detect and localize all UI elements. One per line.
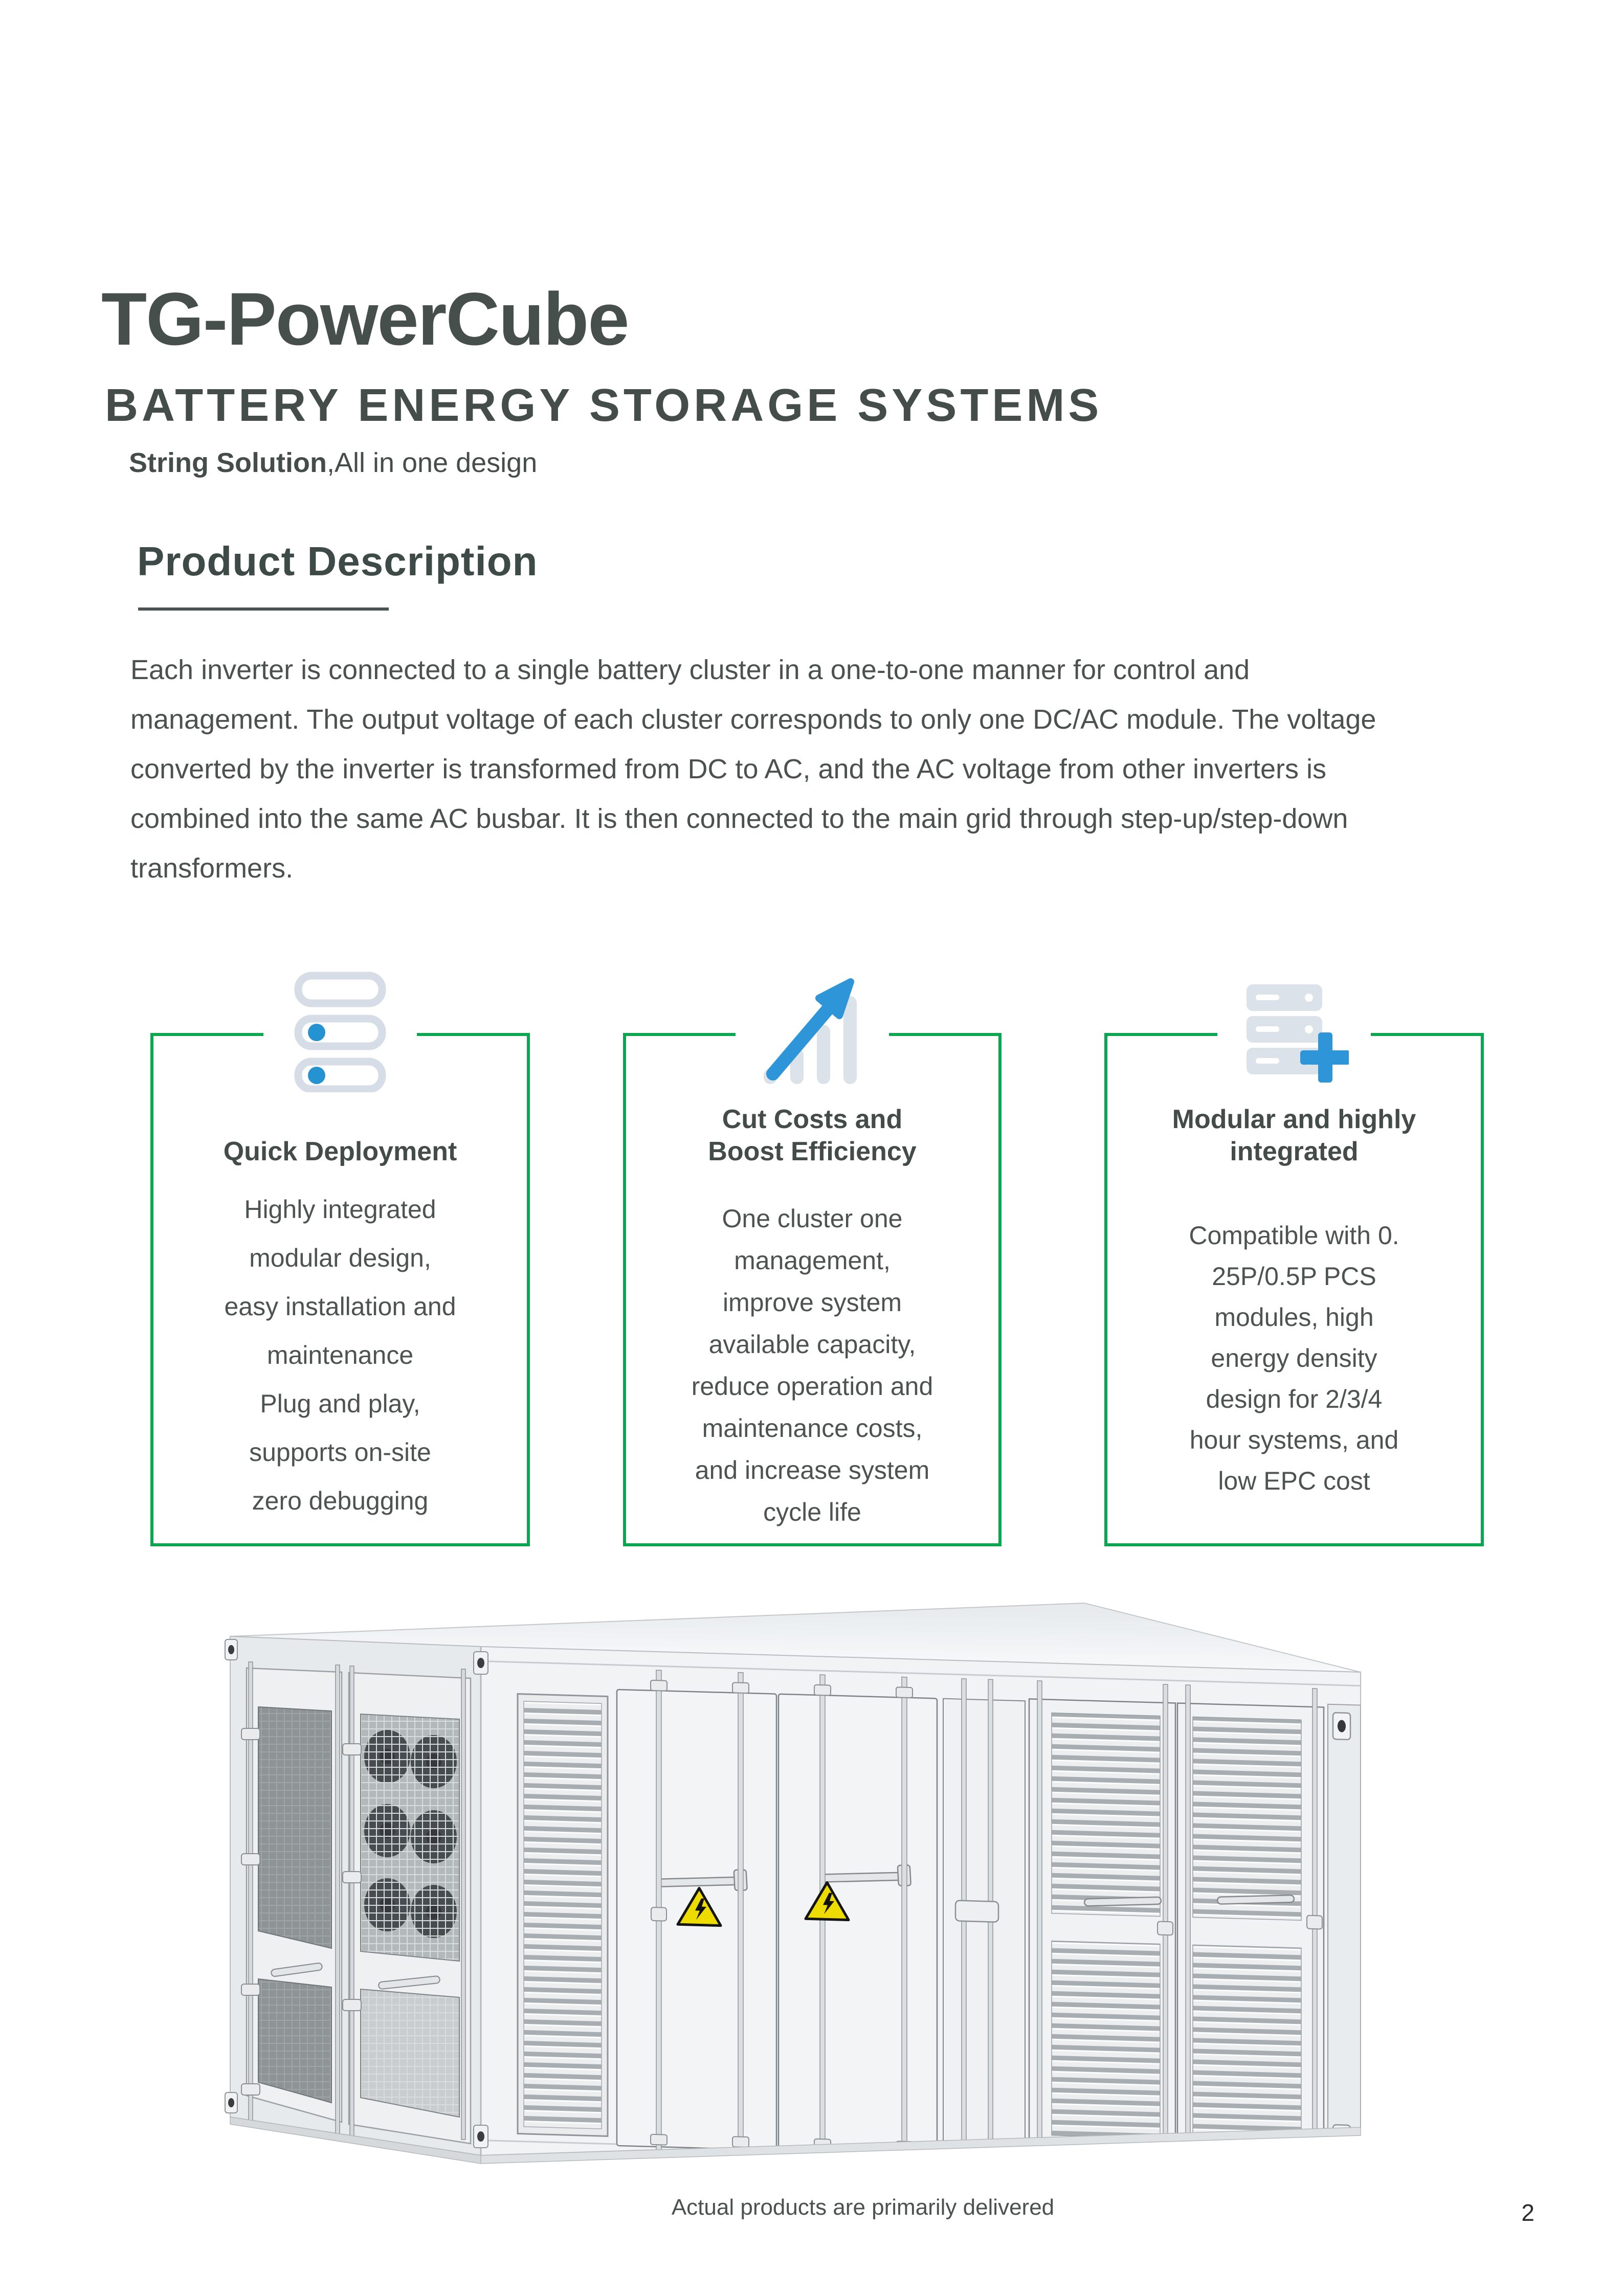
growth-chart-icon — [736, 973, 889, 1088]
server-stack-icon — [263, 972, 417, 1092]
server-plus-icon — [1217, 981, 1371, 1086]
high-voltage-icon — [804, 1881, 850, 1922]
feature-title: Cut Costs and Boost Efficiency — [708, 1105, 917, 1166]
tagline: String Solution,All in one design — [129, 447, 537, 479]
feature-card-quick-deployment — [150, 1033, 530, 1546]
feature-card-modular — [1104, 1033, 1484, 1546]
feature-body: Highly integrated modular design, easy i… — [224, 1195, 456, 1515]
feature-title: Quick Deployment — [223, 1137, 457, 1166]
feature-card-cut-costs — [623, 1033, 1002, 1546]
feature-title: Modular and highly integrated — [1172, 1105, 1416, 1166]
battery-container-illustration — [225, 1602, 1361, 2164]
feature-body: One cluster one management, improve syst… — [691, 1204, 933, 1526]
feature-body: Compatible with 0. 25P/0.5P PCS modules,… — [1189, 1221, 1399, 1495]
tagline-bold: String Solution — [129, 447, 327, 478]
tagline-rest: ,All in one design — [326, 447, 538, 478]
high-voltage-icon — [676, 1886, 722, 1927]
heading-underline — [138, 607, 389, 611]
page-title: TG-PowerCube — [101, 277, 630, 361]
page-subtitle: BATTERY ENERGY STORAGE SYSTEMS — [105, 380, 1103, 431]
section-heading: Product Description — [137, 538, 538, 584]
description-paragraph: Each inverter is connected to a single b… — [130, 655, 1376, 884]
image-caption: Actual products are primarily delivered — [671, 2195, 1055, 2220]
page-number: 2 — [1521, 2199, 1534, 2226]
